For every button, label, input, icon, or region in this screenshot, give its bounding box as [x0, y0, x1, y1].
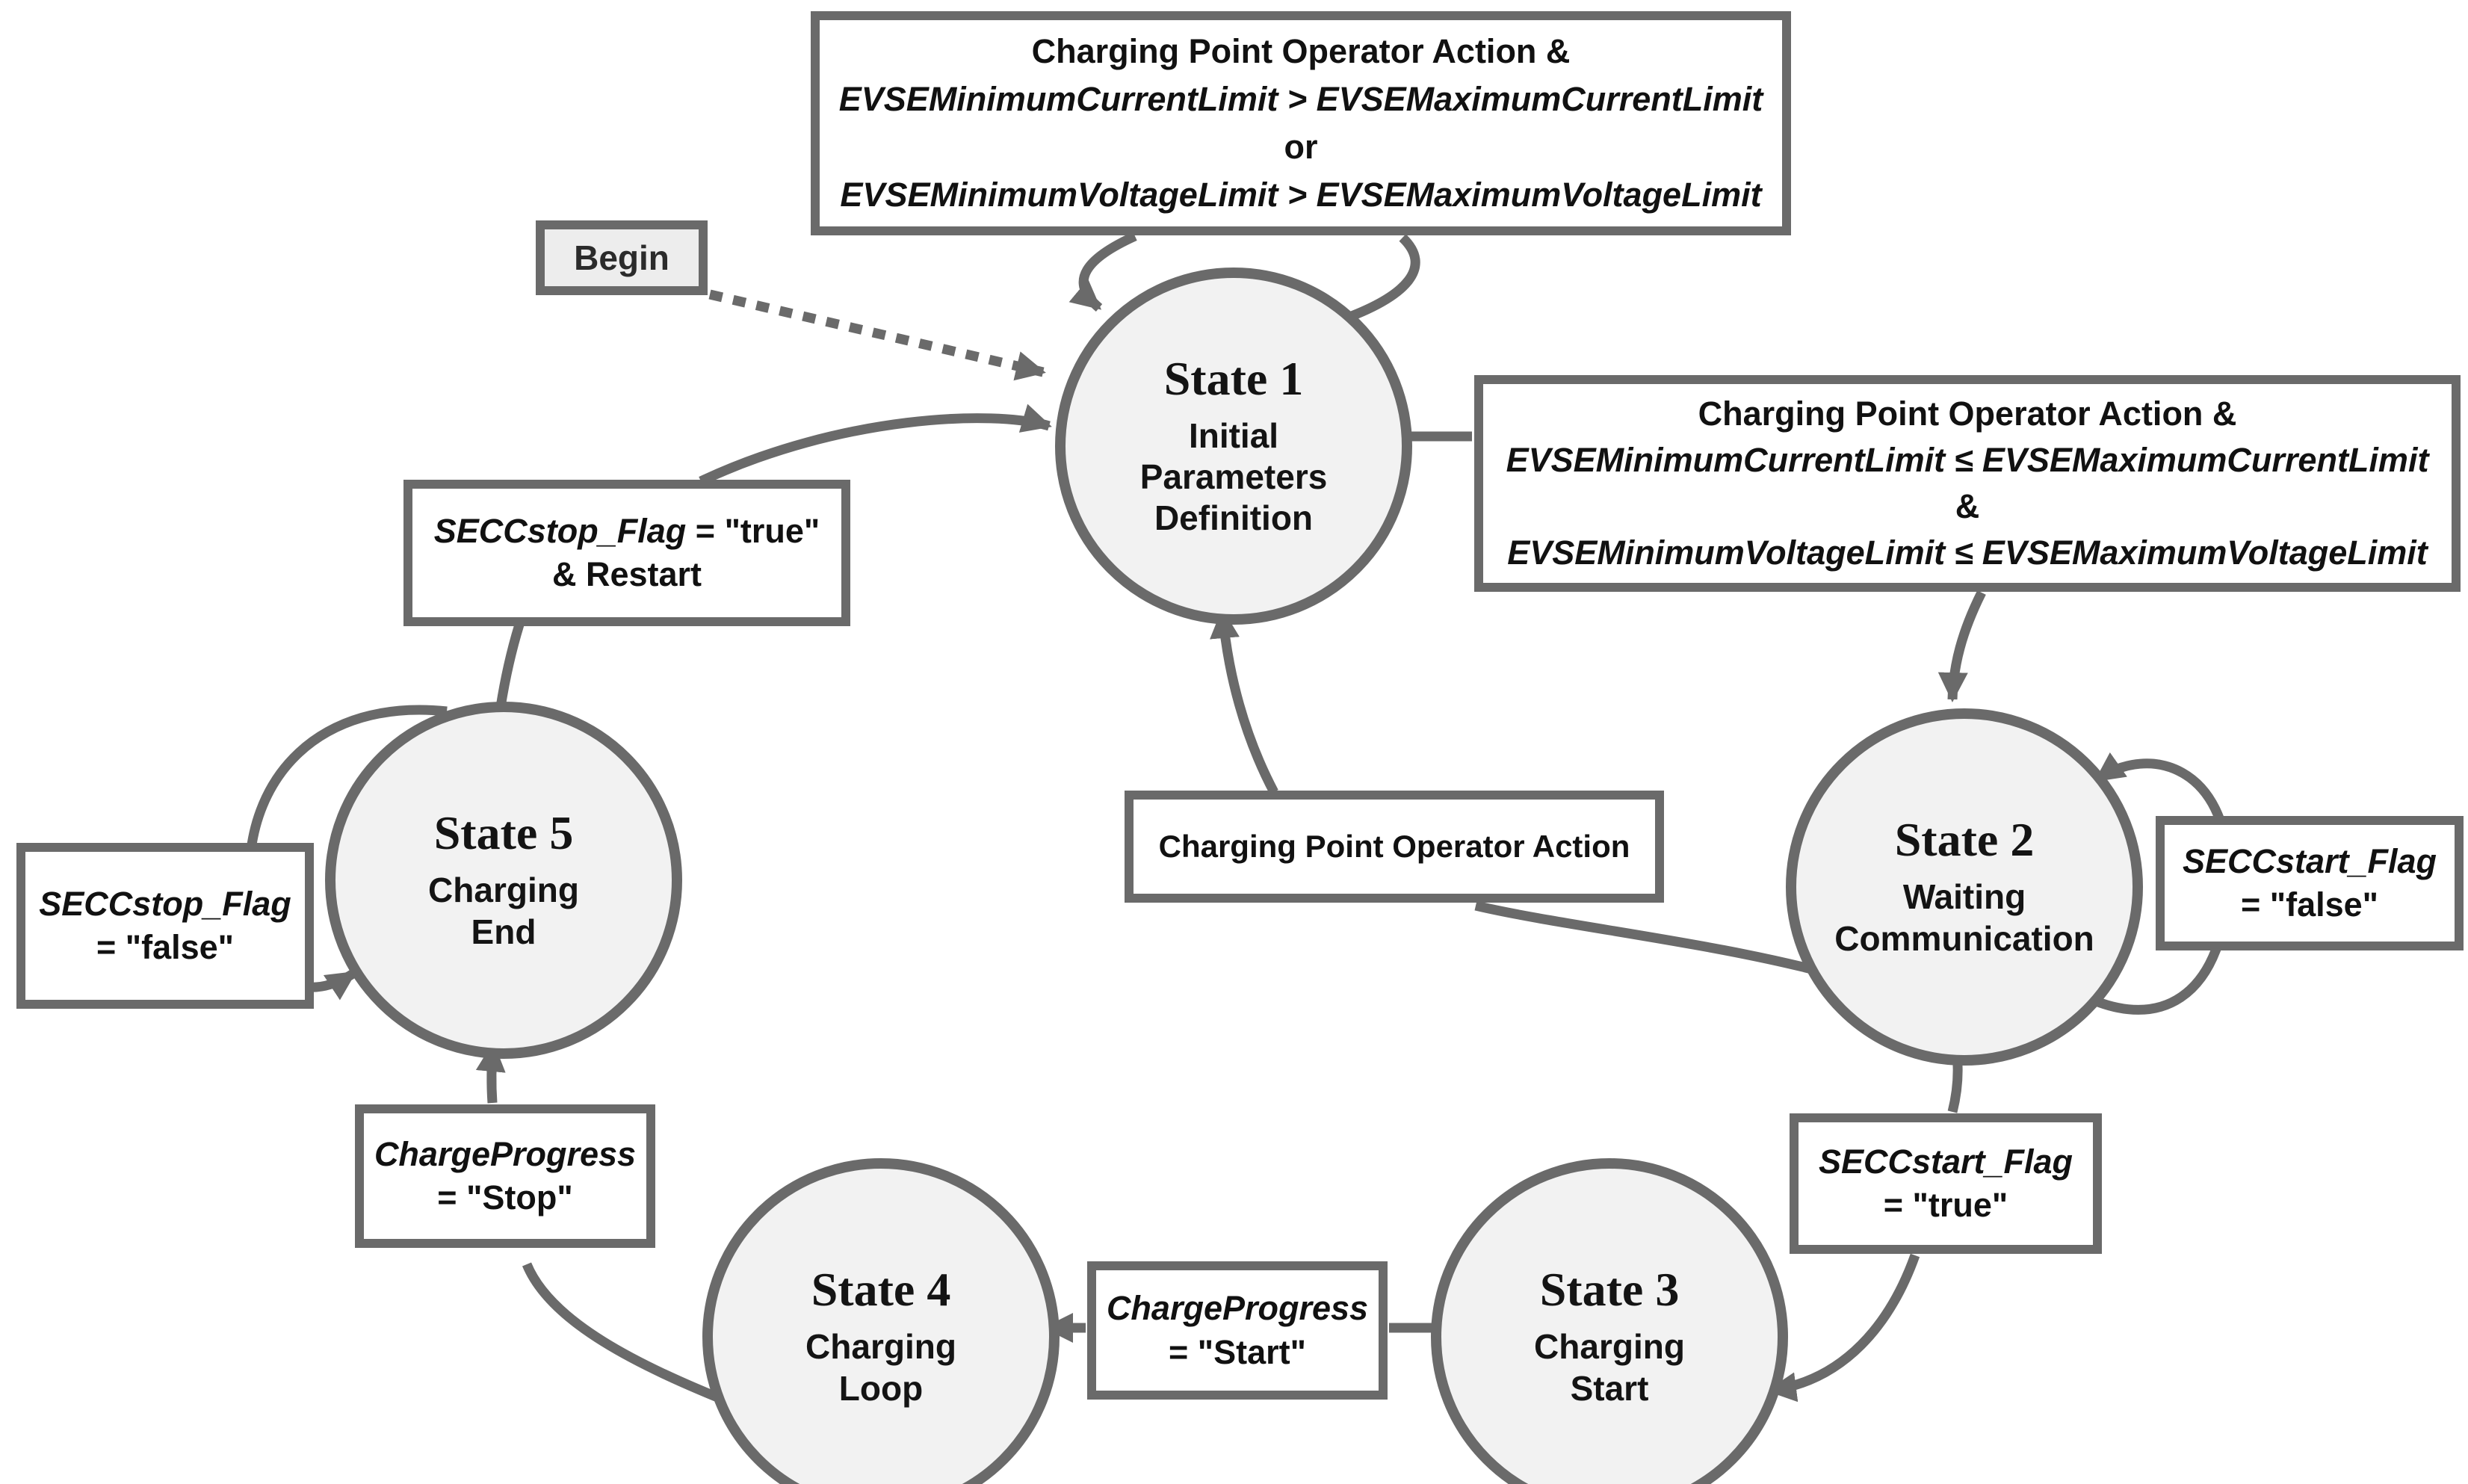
condition-value: = "true": [1883, 1186, 2008, 1224]
condition-line: EVSEMinimumCurrentLimit ≤ EVSEMaximumCur…: [1506, 440, 2429, 479]
condition-value: = "Start": [1169, 1332, 1306, 1371]
state1-selfloop-condition-box: Charging Point Operator Action & EVSEMin…: [811, 11, 1791, 235]
begin-label: Begin: [574, 238, 669, 277]
condition-value: = "false": [96, 928, 235, 966]
condition-variable: ChargeProgress: [1106, 1289, 1369, 1327]
state3-to-state4-condition-box: ChargeProgress = "Start": [1087, 1261, 1388, 1400]
begin-node: Begin: [536, 220, 708, 295]
arrow-begin-to-state1: [708, 289, 1046, 381]
state-5-title: State 5: [433, 806, 574, 860]
condition-variable: ChargeProgress: [374, 1134, 637, 1173]
state-5-label-line: Charging: [428, 871, 579, 910]
condition-value: = "false": [2240, 885, 2379, 924]
arrow-state4-to-chargeprogress-stop-box: [522, 1262, 734, 1409]
state4-to-state5-condition-box: ChargeProgress = "Stop": [355, 1104, 655, 1248]
state-1-label-line: Definition: [1154, 498, 1314, 538]
state-5-node: State 5 Charging End: [325, 702, 682, 1059]
arrow-secc-start-true-box-to-state3: [1766, 1253, 1920, 1403]
condition-variable: SECCstart_Flag: [1818, 1142, 2073, 1181]
condition-line: Charging Point Operator Action &: [1031, 31, 1571, 70]
arrow-restart-box-to-state1: [699, 404, 1052, 486]
state-5-label-line: End: [471, 912, 536, 951]
state5-to-state1-condition-box: SECCstop_Flag = "true" & Restart: [403, 480, 850, 626]
state2-to-state3-condition-box: SECCstart_Flag = "true": [1790, 1113, 2102, 1254]
condition-line: SECCstop_Flag = "true": [434, 510, 820, 554]
state-1-label-line: Parameters: [1139, 457, 1328, 496]
condition-line: &: [1955, 486, 1980, 525]
state-3-label-line: Start: [1570, 1368, 1649, 1408]
condition-value: = "true": [695, 511, 820, 550]
condition-variable: SECCstop_Flag: [433, 511, 687, 550]
state-3-title: State 3: [1539, 1263, 1680, 1317]
state2-selfloop-condition-box: SECCstart_Flag = "false": [2156, 816, 2464, 950]
condition-line: or: [1284, 127, 1318, 166]
state-2-label-line: Communication: [1834, 918, 2094, 958]
state2-to-state1-label-box: Charging Point Operator Action: [1125, 791, 1664, 903]
condition-line: & Restart: [551, 555, 702, 593]
arrow-cpo-action-box-to-state1: [1210, 608, 1278, 795]
state-1-title: State 1: [1163, 351, 1304, 405]
condition-line: EVSEMinimumCurrentLimit > EVSEMaximumCur…: [838, 79, 1763, 118]
condition-line: Charging Point Operator Action: [1158, 828, 1630, 864]
state-1-label-line: Initial: [1188, 415, 1279, 455]
condition-line: EVSEMinimumVoltageLimit > EVSEMaximumVol…: [840, 175, 1762, 214]
arrow-condition-box-to-state2: [1937, 590, 1986, 702]
condition-variable: SECCstart_Flag: [2182, 841, 2437, 880]
condition-line: Charging Point Operator Action &: [1698, 394, 2237, 433]
state-4-label-line: Loop: [838, 1368, 924, 1408]
state-3-label-line: Charging: [1534, 1327, 1685, 1367]
condition-value: = "Stop": [437, 1178, 573, 1216]
state1-to-state2-condition-box: Charging Point Operator Action & EVSEMin…: [1474, 375, 2461, 592]
condition-variable: SECCstop_Flag: [39, 884, 291, 923]
condition-line: EVSEMinimumVoltageLimit ≤ EVSEMaximumVol…: [1507, 533, 2428, 572]
state-2-label-line: Waiting: [1902, 877, 2026, 917]
state-4-title: State 4: [811, 1263, 951, 1317]
state5-selfloop-condition-box: SECCstop_Flag = "false": [16, 843, 314, 1009]
state-1-node: State 1 Initial Parameters Definition: [1055, 268, 1412, 625]
arrow-state1-selfloop-out-of-state1: [1335, 234, 1420, 327]
state-2-title: State 2: [1894, 813, 2035, 867]
arrow-state5-to-restart-box: [495, 623, 525, 708]
arrow-state1-selfloop-into-state1: [1068, 232, 1137, 312]
state-4-label-line: Charging: [805, 1327, 956, 1367]
arrow-state2-to-cpo-action-box: [1474, 900, 1836, 980]
state-2-node: State 2 Waiting Communication: [1786, 708, 2143, 1066]
